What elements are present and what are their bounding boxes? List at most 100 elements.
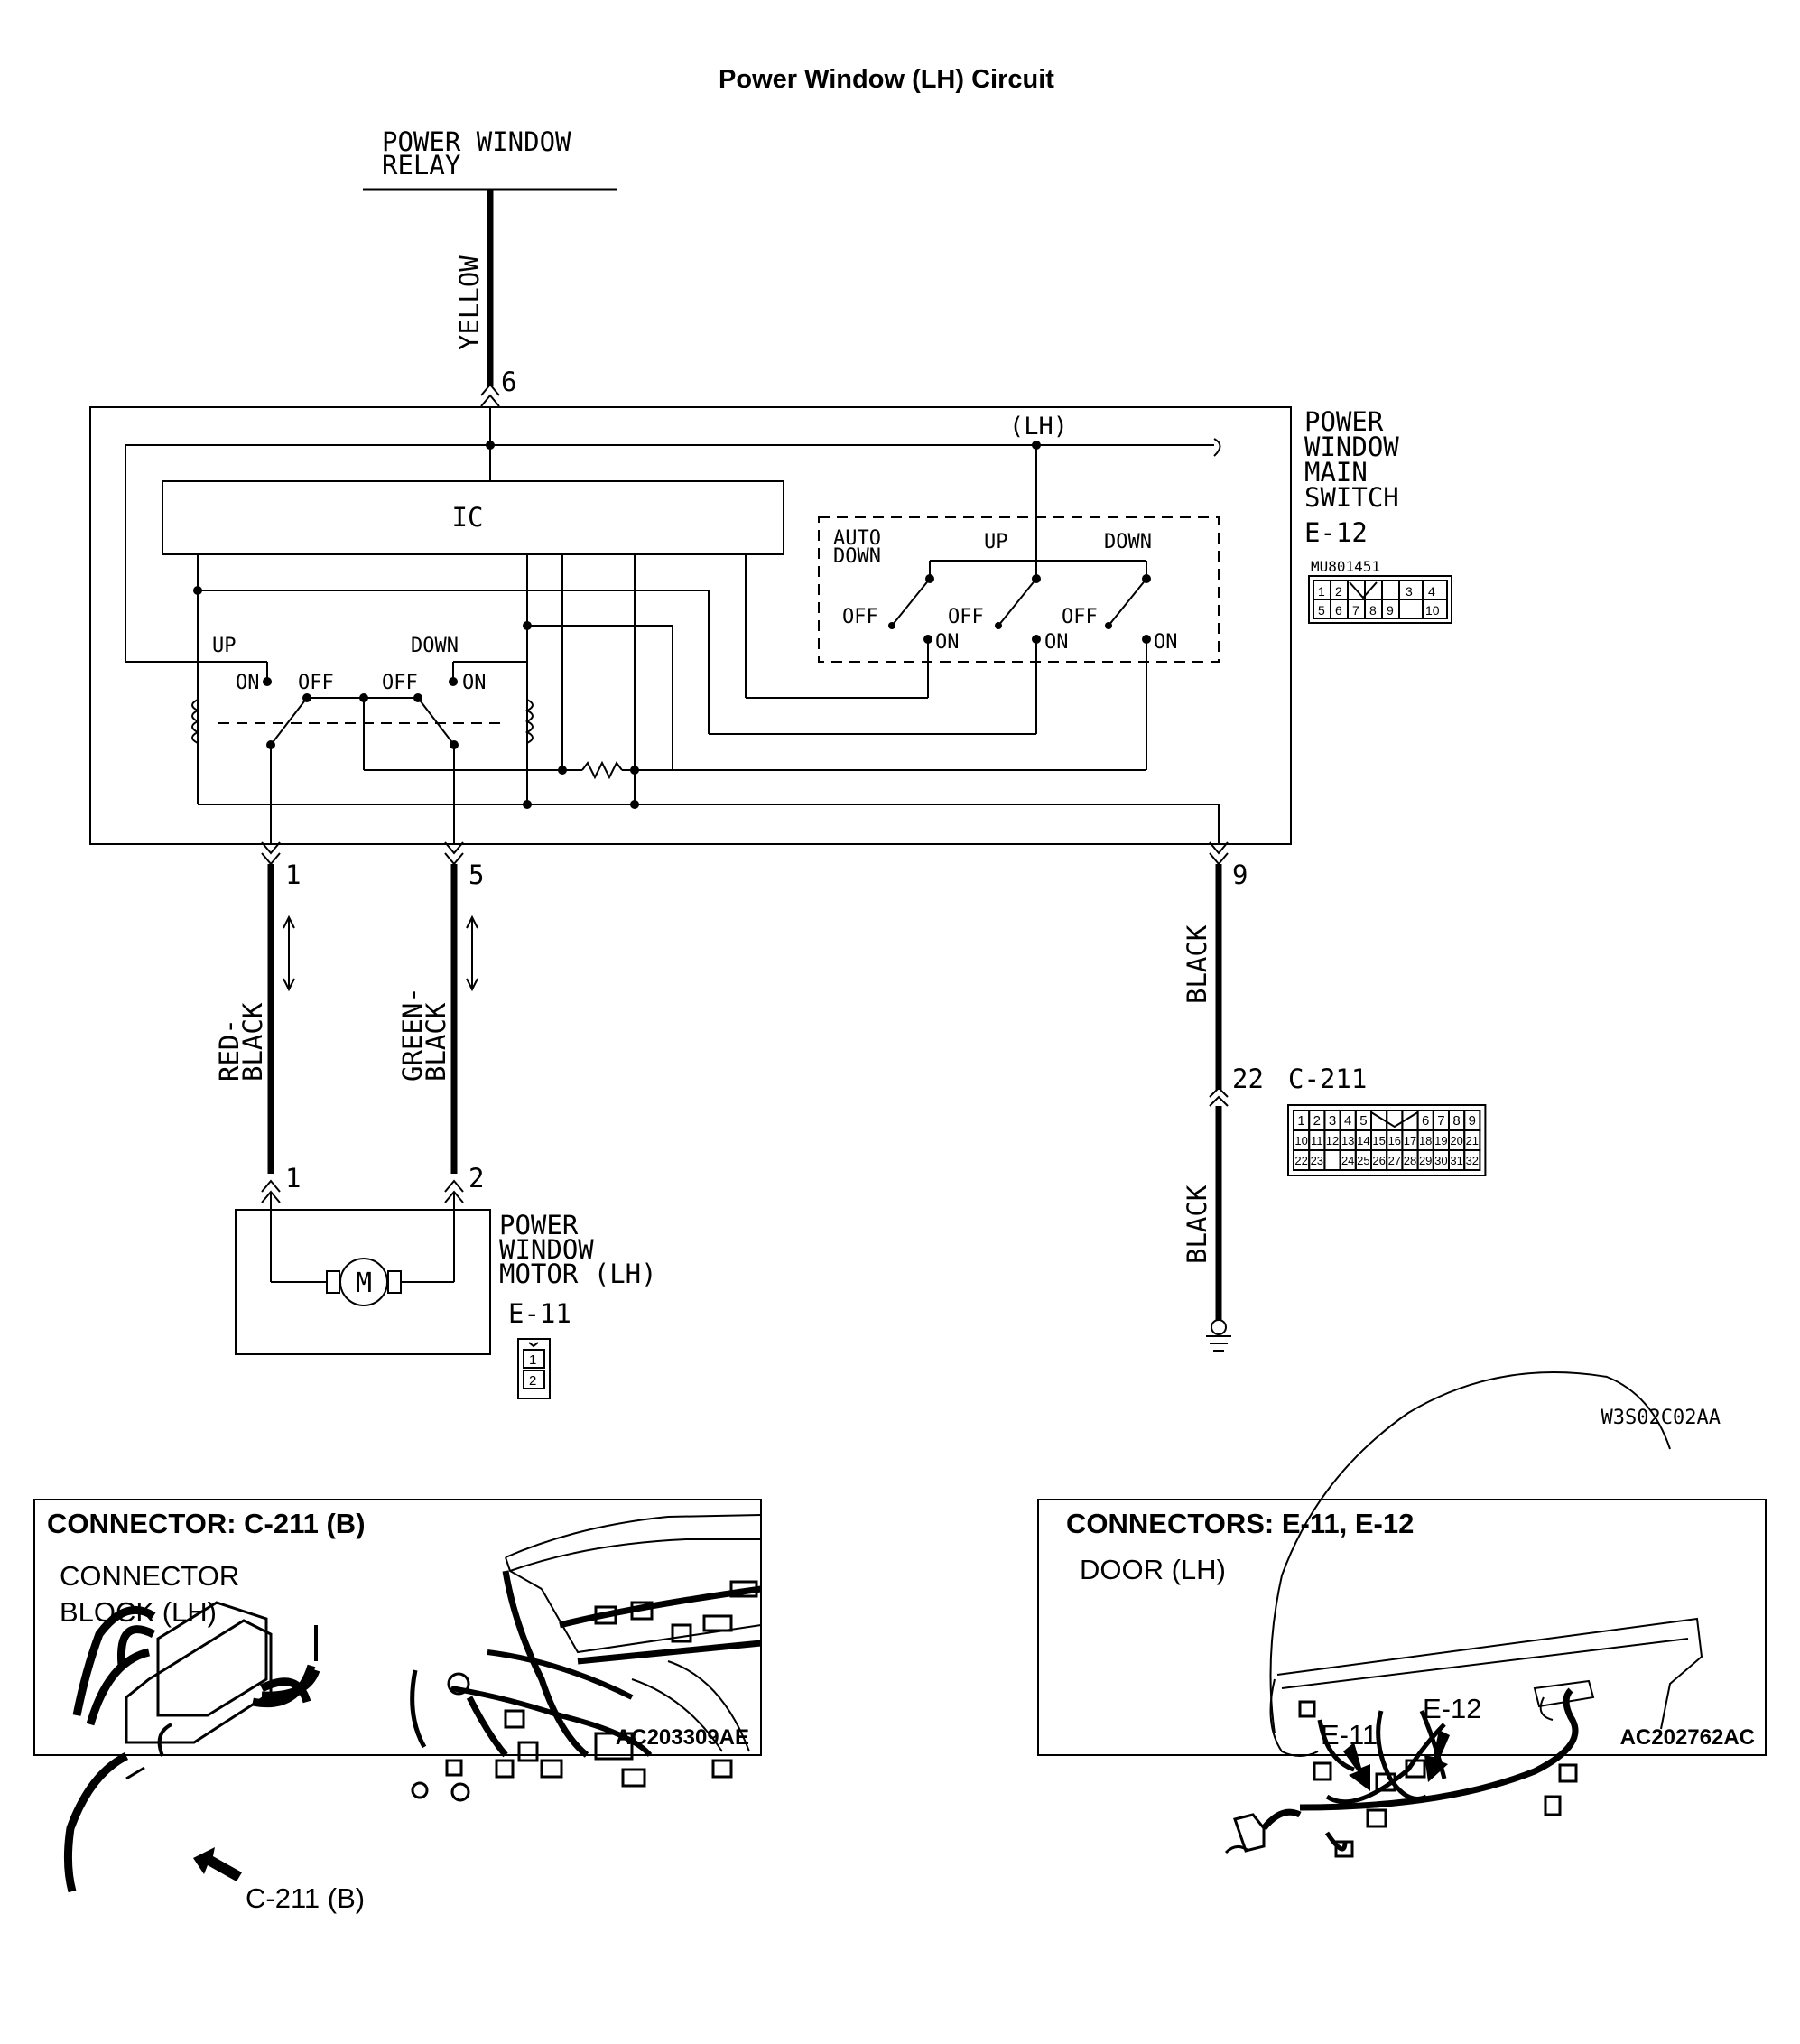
- c211-panel-sub-1: CONNECTOR: [60, 1560, 239, 1592]
- c211-pin-label: 18: [1419, 1134, 1432, 1147]
- e12-pin-1: 1: [1318, 584, 1325, 599]
- c211-key-mark: [1370, 1111, 1419, 1129]
- motor-label-1: POWER: [499, 1210, 579, 1240]
- motor-wire-b-label-2: BLACK: [421, 1002, 451, 1082]
- relay-up-label: UP: [212, 635, 237, 657]
- relay-on-right: ON: [462, 672, 487, 694]
- c211-pin-label: 14: [1357, 1134, 1369, 1147]
- pin-5-label: 5: [469, 859, 484, 890]
- e11-pin-2: 2: [529, 1373, 536, 1389]
- c211-pin-label: 22: [1294, 1154, 1307, 1167]
- c211-pin-label: 31: [1450, 1154, 1462, 1167]
- c211-pin-label: 26: [1372, 1154, 1385, 1167]
- c211-pin-label: 11: [1311, 1134, 1323, 1147]
- relay-off-right: OFF: [382, 672, 418, 694]
- c211-pin-label: 19: [1434, 1134, 1447, 1147]
- main-switch-label-1: POWER: [1304, 406, 1384, 437]
- yellow-wire-label: YELLOW: [454, 256, 485, 350]
- motor-wire-b-arrow: [466, 915, 478, 992]
- c211-pin-label: 1: [1297, 1113, 1304, 1129]
- e11-callout-label: E-11: [1321, 1719, 1378, 1751]
- e12-pin-5: 5: [1318, 603, 1325, 618]
- main-switch-label-2: WINDOW: [1304, 432, 1399, 462]
- c211-pin-label: 3: [1329, 1113, 1336, 1129]
- c211-pin-label: 24: [1341, 1154, 1354, 1167]
- relay-coil-down: [524, 699, 534, 744]
- yellow-wire: YELLOW 6: [454, 190, 516, 445]
- auto-off-3: OFF: [1062, 606, 1098, 628]
- auto-down-switch-block: AUTO DOWN UP DOWN OFF OFF OFF ON: [818, 445, 1220, 663]
- c211-pin-label: 15: [1372, 1134, 1385, 1147]
- relay-label-line1: POWER WINDOW: [382, 126, 571, 157]
- motor-outline: [235, 1209, 491, 1355]
- pin-6-marker: [480, 383, 500, 407]
- relay-on-left: ON: [236, 672, 260, 694]
- c211-pin-label: 27: [1388, 1154, 1401, 1167]
- c211-pin-label: 17: [1404, 1134, 1416, 1147]
- c211-pin-label: 23: [1311, 1154, 1323, 1167]
- auto-on-1: ON: [935, 631, 960, 654]
- main-switch-connector-id: E-12: [1304, 517, 1368, 548]
- ic-block: [162, 480, 784, 555]
- relay-coil-up: [191, 699, 200, 744]
- motor-symbol: [339, 1258, 388, 1306]
- c211-pin-label: 10: [1294, 1134, 1307, 1147]
- c211-pin-label: 30: [1434, 1154, 1447, 1167]
- joint-pin-label: 22: [1232, 1064, 1264, 1094]
- motor-wire-b: 5 GREEN- BLACK: [397, 841, 484, 1174]
- auto-on-3: ON: [1154, 631, 1178, 654]
- lh-tag: (LH): [1009, 413, 1068, 441]
- main-switch-label-3: MAIN: [1304, 457, 1368, 488]
- c211-pin-label: 32: [1466, 1154, 1479, 1167]
- e11-e12-panel-sub: DOOR (LH): [1080, 1554, 1226, 1585]
- c211-pin-label: 16: [1388, 1134, 1401, 1147]
- e12-pin-8: 8: [1369, 603, 1377, 618]
- power-window-relay: POWER WINDOW RELAY: [363, 126, 617, 191]
- ground-wire-upper-label: BLACK: [1182, 924, 1212, 1004]
- e11-e12-panel-code: AC202762AC: [1620, 1725, 1755, 1750]
- c211-pin-label: 28: [1404, 1154, 1416, 1167]
- c211-pin-cell: [1463, 1149, 1481, 1171]
- pin-6-label: 6: [501, 367, 516, 397]
- main-switch-box: POWER WINDOW MAIN SWITCH E-12 MU801451 1…: [89, 406, 1452, 845]
- main-switch-label-4: SWITCH: [1304, 482, 1399, 513]
- c211-callout-arrow: [193, 1847, 242, 1881]
- e12-pin-grid: 1 2 3 4 5 6 7 8 9 10: [1308, 575, 1452, 624]
- resistor: [581, 760, 623, 780]
- main-switch-part-number: MU801451: [1311, 558, 1380, 575]
- c211-pin-label: 12: [1326, 1134, 1339, 1147]
- c211-pin-label: 29: [1419, 1154, 1432, 1167]
- c211-pin-label: 2: [1313, 1113, 1321, 1129]
- c211-pin-label: 21: [1466, 1134, 1479, 1147]
- diagram-title: Power Window (LH) Circuit: [719, 65, 1054, 94]
- e11-pin-grid: 1 2: [517, 1338, 551, 1399]
- ground-wire-lower-label: BLACK: [1182, 1185, 1212, 1264]
- e12-pin-10: 10: [1425, 603, 1440, 618]
- auto-off-2: OFF: [948, 606, 984, 628]
- motor-wire-a-arrow: [283, 915, 295, 992]
- motor-wire-a-label-1: RED-: [214, 1018, 245, 1082]
- c211-pin-label: 13: [1341, 1134, 1354, 1147]
- relay-off-left: OFF: [298, 672, 334, 694]
- auto-down-label: DOWN: [833, 545, 881, 568]
- motor-connector-id: E-11: [508, 1298, 571, 1329]
- auto-down2-label: DOWN: [1104, 531, 1152, 553]
- joint-marker: [1209, 1086, 1229, 1107]
- connectors-e11-e12-panel: CONNECTORS: E-11, E-12 DOOR (LH) AC20276…: [1037, 1371, 1767, 1858]
- c211-pin-label: 20: [1450, 1134, 1462, 1147]
- e12-pin-3: 3: [1406, 584, 1413, 599]
- connector-block-illustration: C-211 (B): [63, 1601, 365, 1914]
- c211-pin-cell: [1323, 1149, 1341, 1171]
- c211-pin-label: 5: [1359, 1113, 1367, 1129]
- c211-panel-heading: CONNECTOR: C-211 (B): [47, 1508, 366, 1539]
- auto-off-1: OFF: [842, 606, 878, 628]
- c211-pin-label: 9: [1469, 1113, 1476, 1129]
- motor-symbol-label: M: [356, 1268, 372, 1299]
- e12-pin-7: 7: [1352, 603, 1359, 618]
- e12-pin-6: 6: [1335, 603, 1342, 618]
- e11-pin-1: 1: [529, 1352, 536, 1368]
- main-switch-outline: [89, 406, 1292, 845]
- e12-pin-2: 2: [1335, 584, 1342, 599]
